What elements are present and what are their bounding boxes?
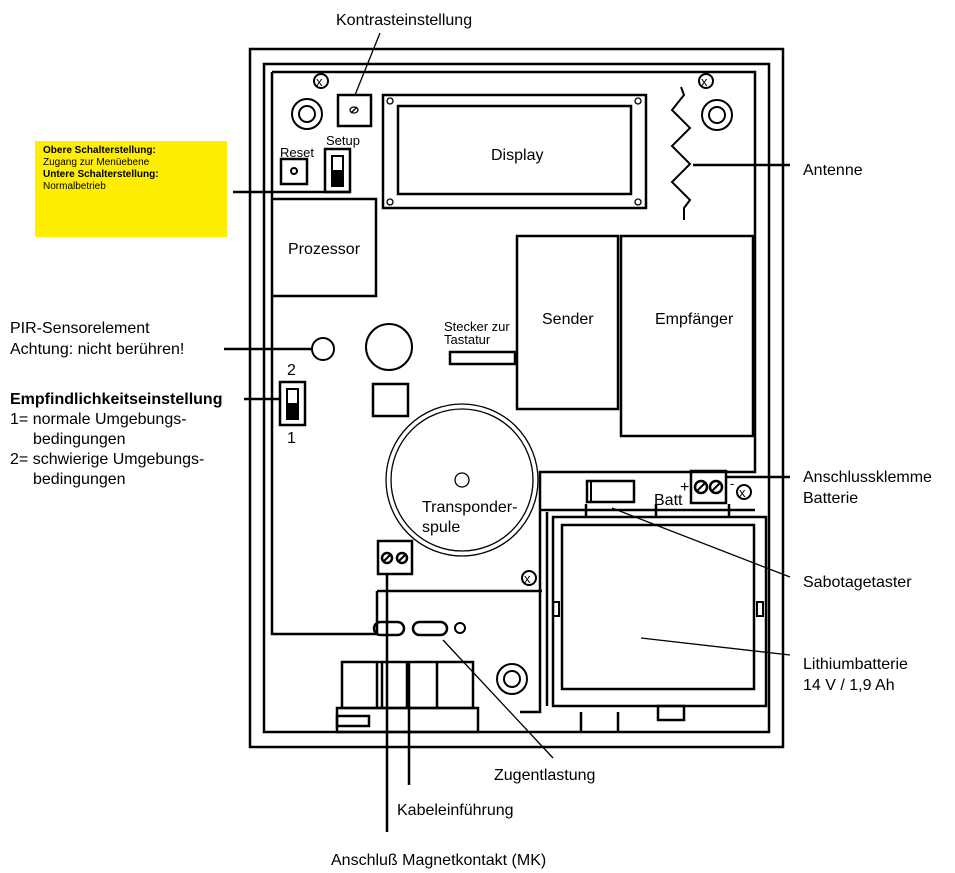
label-kontrasteinstellung: Kontrasteinstellung xyxy=(336,12,472,29)
kontrast-leader xyxy=(354,32,381,96)
label-reset: Reset xyxy=(280,145,314,160)
contrast-potentiometer[interactable] xyxy=(336,93,373,128)
label-sabotagetaster: Sabotagetaster xyxy=(803,574,912,591)
svg-text:x: x xyxy=(739,485,746,500)
setup-switch-note: Obere Schalterstellung: Zugang zur Menüe… xyxy=(35,141,227,237)
antenna-coil xyxy=(670,86,692,220)
label-kabeleinfuehrung: Kabeleinführung xyxy=(397,802,514,819)
sabotage-leader xyxy=(611,507,791,578)
screw-mid: x xyxy=(521,570,537,586)
label-stecker-1: Stecker zur xyxy=(444,319,510,334)
label-transponder-2: spule xyxy=(422,519,460,536)
label-stecker-2: Tastatur xyxy=(444,332,491,347)
label-klemme-1: Anschlussklemme xyxy=(803,469,932,486)
label-lithium-1: Lithiumbatterie xyxy=(803,656,908,673)
label-empfaenger: Empfänger xyxy=(655,311,734,328)
label-plus: + xyxy=(680,479,689,496)
label-minus: - xyxy=(730,476,734,491)
lithium-leader xyxy=(640,637,791,656)
round-component xyxy=(365,323,413,371)
svg-text:x: x xyxy=(316,74,323,89)
label-sender: Sender xyxy=(542,311,594,328)
strain-relief-slot xyxy=(411,620,449,637)
label-prozessor: Prozessor xyxy=(288,241,361,258)
sender-module xyxy=(515,234,620,411)
reset-button[interactable] xyxy=(279,157,309,186)
sensitivity-switch[interactable] xyxy=(278,380,307,427)
tamper-switch xyxy=(585,479,636,504)
label-empf-2: bedingungen xyxy=(33,431,126,448)
display-module xyxy=(381,93,648,210)
svg-text:x: x xyxy=(701,74,708,89)
pcb-outline-left xyxy=(270,72,377,636)
mount-hole-top-left xyxy=(291,98,323,130)
battery-compartment xyxy=(540,504,768,732)
setup-switch[interactable] xyxy=(323,147,352,194)
label-setup: Setup xyxy=(326,133,360,148)
label-klemme-2: Batterie xyxy=(803,490,858,507)
cable-hole xyxy=(454,622,466,634)
label-display: Display xyxy=(491,147,543,164)
screw-top-left: x xyxy=(313,73,329,89)
label-lithium-2: 14 V / 1,9 Ah xyxy=(803,677,895,694)
label-switch-pos-2: 2 xyxy=(287,362,296,379)
note-lower-text: Normalbetrieb xyxy=(43,181,106,192)
screw-top-right: x xyxy=(698,73,714,89)
processor-chip xyxy=(272,197,378,298)
mount-hole-top-right xyxy=(701,99,733,131)
mount-hole-bottom xyxy=(496,663,528,695)
pcb-outline-top-right xyxy=(272,70,757,714)
zugentlastung-leader xyxy=(442,639,554,759)
battery-terminal xyxy=(689,469,728,505)
label-empf-3: 2= schwierige Umgebungs- xyxy=(10,451,204,468)
mk-terminal xyxy=(376,539,414,576)
square-component xyxy=(371,382,410,418)
keyboard-connector[interactable] xyxy=(448,350,517,366)
label-pir-1: PIR-Sensorelement xyxy=(10,320,150,337)
cable-slot-1 xyxy=(372,620,406,637)
label-transponder-1: Transponder- xyxy=(422,499,517,516)
label-zugentlastung: Zugentlastung xyxy=(494,767,595,784)
note-upper-text: Zugang zur Menüebene xyxy=(43,157,150,168)
label-antenne: Antenne xyxy=(803,162,863,179)
label-empf-title: Empfindlichkeitseinstellung xyxy=(10,391,222,408)
note-lower-title: Untere Schalterstellung: xyxy=(43,169,159,180)
pir-sensor xyxy=(311,337,335,361)
label-batt: Batt xyxy=(654,492,683,509)
empfaenger-module xyxy=(619,234,755,438)
label-switch-pos-1: 1 xyxy=(287,430,296,447)
screw-battery: x xyxy=(736,484,752,500)
label-anschluss-mk: Anschluß Magnetkontakt (MK) xyxy=(331,852,546,869)
svg-text:x: x xyxy=(524,571,531,586)
label-empf-1: 1= normale Umgebungs- xyxy=(10,411,187,428)
cable-entry-block xyxy=(335,660,480,734)
note-upper-title: Obere Schalterstellung: xyxy=(43,145,156,156)
transponder-coil xyxy=(385,403,539,557)
label-empf-4: bedingungen xyxy=(33,471,126,488)
label-pir-2: Achtung: nicht berühren! xyxy=(10,341,184,358)
